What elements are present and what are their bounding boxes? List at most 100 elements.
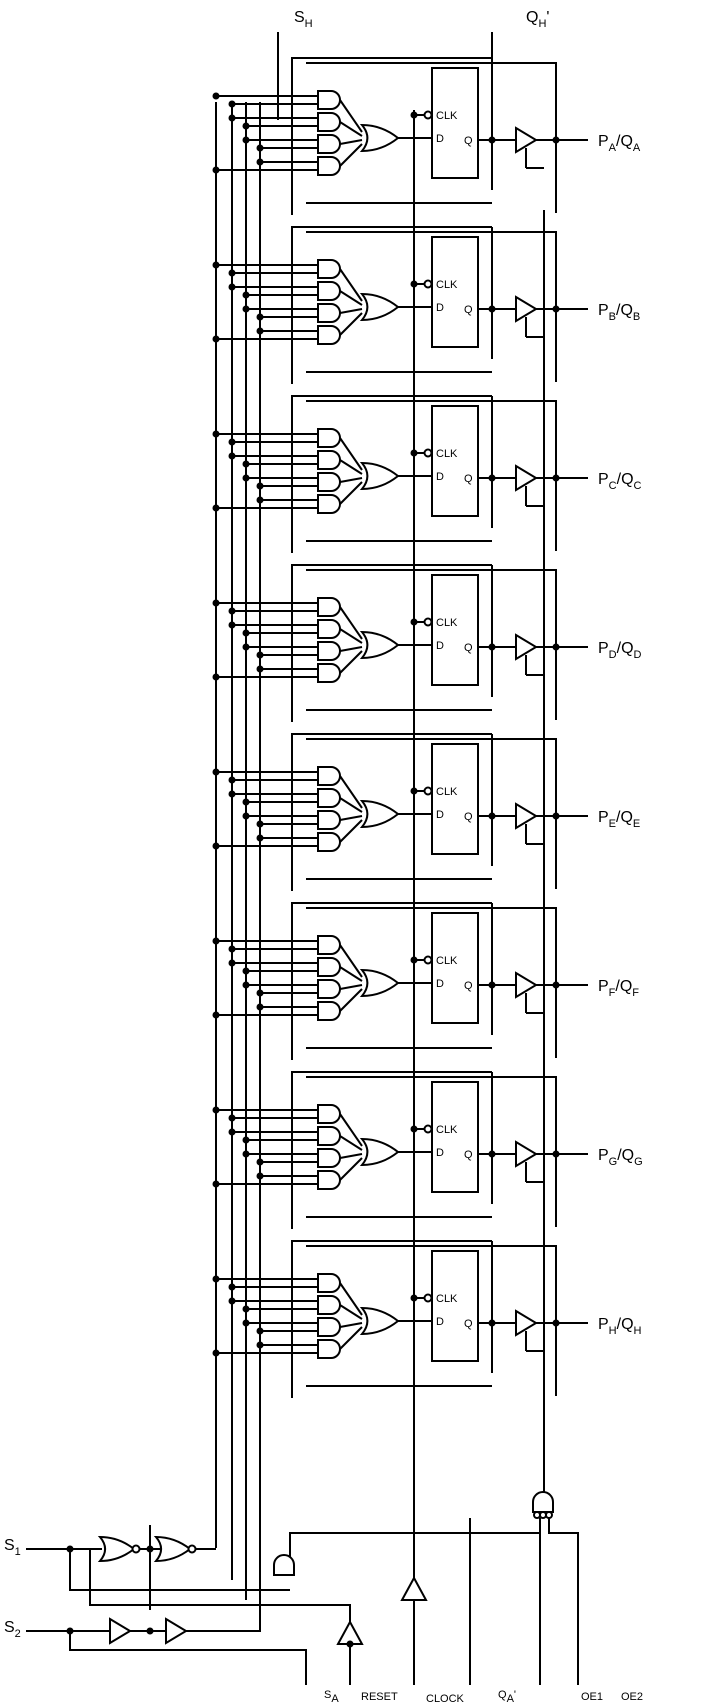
clk-pin-label: CLK bbox=[436, 617, 458, 629]
output-label-c: PC/QC bbox=[598, 471, 642, 492]
and-gate bbox=[317, 766, 341, 786]
nor-bubble bbox=[187, 1544, 197, 1554]
and-output-wire bbox=[339, 966, 363, 982]
junction-dot bbox=[346, 1640, 354, 1648]
junction-dot bbox=[488, 305, 496, 313]
d-pin-label: D bbox=[436, 133, 444, 145]
junction-dot bbox=[212, 842, 220, 850]
s2-branch bbox=[69, 1631, 307, 1685]
junction-dot bbox=[242, 643, 250, 651]
junction-dot bbox=[228, 1297, 236, 1305]
clk-pin-label: CLK bbox=[436, 955, 458, 967]
label-part: G bbox=[609, 1156, 618, 1168]
and-gate bbox=[317, 935, 341, 955]
global-wiring bbox=[215, 32, 545, 1640]
buffer bbox=[400, 1575, 428, 1601]
junction-dot bbox=[410, 280, 418, 288]
and-gate bbox=[317, 1148, 341, 1168]
and-gate bbox=[317, 957, 341, 977]
flip-flop bbox=[431, 67, 479, 179]
d-pin-label: D bbox=[436, 471, 444, 483]
qa-prime-label: QA' bbox=[498, 1689, 516, 1705]
label-part: /Q bbox=[616, 133, 633, 150]
d-pin-label: D bbox=[436, 302, 444, 314]
sa-label: SA bbox=[324, 1689, 339, 1705]
label-part: P bbox=[598, 1147, 609, 1164]
clk-bubble bbox=[423, 955, 433, 965]
junction-dot bbox=[212, 599, 220, 607]
and-gate bbox=[317, 494, 341, 514]
d-pin-label: D bbox=[436, 1316, 444, 1328]
junction-dot bbox=[242, 629, 250, 637]
junction-dot bbox=[228, 790, 236, 798]
label-part: /Q bbox=[615, 978, 632, 995]
clk-bubble bbox=[423, 448, 433, 458]
oe1-label: OE1 bbox=[581, 1691, 603, 1703]
and-output-wire bbox=[339, 312, 363, 336]
and-gate bbox=[317, 1295, 341, 1315]
and-gate bbox=[317, 281, 341, 301]
and-gate bbox=[317, 641, 341, 661]
clk-pin-label: CLK bbox=[436, 110, 458, 122]
clk-pin-label: CLK bbox=[436, 786, 458, 798]
junction-dot bbox=[242, 1136, 250, 1144]
junction-dot bbox=[552, 136, 560, 144]
junction-dot bbox=[256, 1341, 264, 1349]
and-output-wire bbox=[339, 1282, 363, 1316]
or-gate bbox=[359, 292, 400, 322]
junction-dot bbox=[242, 967, 250, 975]
junction-dot bbox=[488, 981, 496, 989]
junction-dot bbox=[256, 144, 264, 152]
output-label-b: PB/QB bbox=[598, 302, 640, 323]
junction-dot bbox=[212, 1180, 220, 1188]
junction-dot bbox=[256, 313, 264, 321]
and-gate-sa bbox=[273, 1554, 295, 1576]
and-output-wire bbox=[339, 290, 363, 306]
junction-dot bbox=[410, 449, 418, 457]
or-gate bbox=[359, 968, 400, 998]
flip-flop bbox=[431, 912, 479, 1024]
loop-wire bbox=[306, 1076, 557, 1227]
clk-bubble bbox=[423, 279, 433, 289]
and-gate bbox=[317, 325, 341, 345]
junction-dot bbox=[242, 812, 250, 820]
label-part: P bbox=[598, 302, 609, 319]
and-gate bbox=[317, 156, 341, 176]
junction-dot bbox=[242, 291, 250, 299]
buffer bbox=[515, 633, 538, 661]
d-pin-label: D bbox=[436, 1147, 444, 1159]
junction-dot bbox=[256, 1158, 264, 1166]
q-pin-label: Q bbox=[464, 980, 473, 992]
junction-dot bbox=[256, 482, 264, 490]
junction-dot bbox=[552, 812, 560, 820]
junction-dot bbox=[212, 430, 220, 438]
junction-dot bbox=[242, 460, 250, 468]
sh-label: SH bbox=[294, 9, 313, 30]
and-gate bbox=[317, 663, 341, 683]
label-part: /Q bbox=[617, 471, 634, 488]
junction-dot bbox=[228, 621, 236, 629]
and-output-wire bbox=[339, 775, 363, 809]
junction-dot bbox=[242, 1319, 250, 1327]
and-output-wire bbox=[339, 797, 363, 813]
nor-bubble bbox=[131, 1544, 141, 1554]
and-output-wire bbox=[339, 268, 363, 302]
junction-dot bbox=[488, 1150, 496, 1158]
or-gate bbox=[153, 1535, 192, 1563]
and-output-wire bbox=[339, 99, 363, 133]
junction-dot bbox=[228, 1114, 236, 1122]
junction-dot bbox=[256, 651, 264, 659]
label-part: P bbox=[598, 133, 609, 150]
d-pin-label: D bbox=[436, 978, 444, 990]
junction-dot bbox=[212, 673, 220, 681]
oe-bubble bbox=[545, 1511, 553, 1519]
flip-flop bbox=[431, 1081, 479, 1193]
label-part: P bbox=[598, 1316, 609, 1333]
label-part: C bbox=[609, 480, 617, 492]
junction-dot bbox=[242, 1150, 250, 1158]
